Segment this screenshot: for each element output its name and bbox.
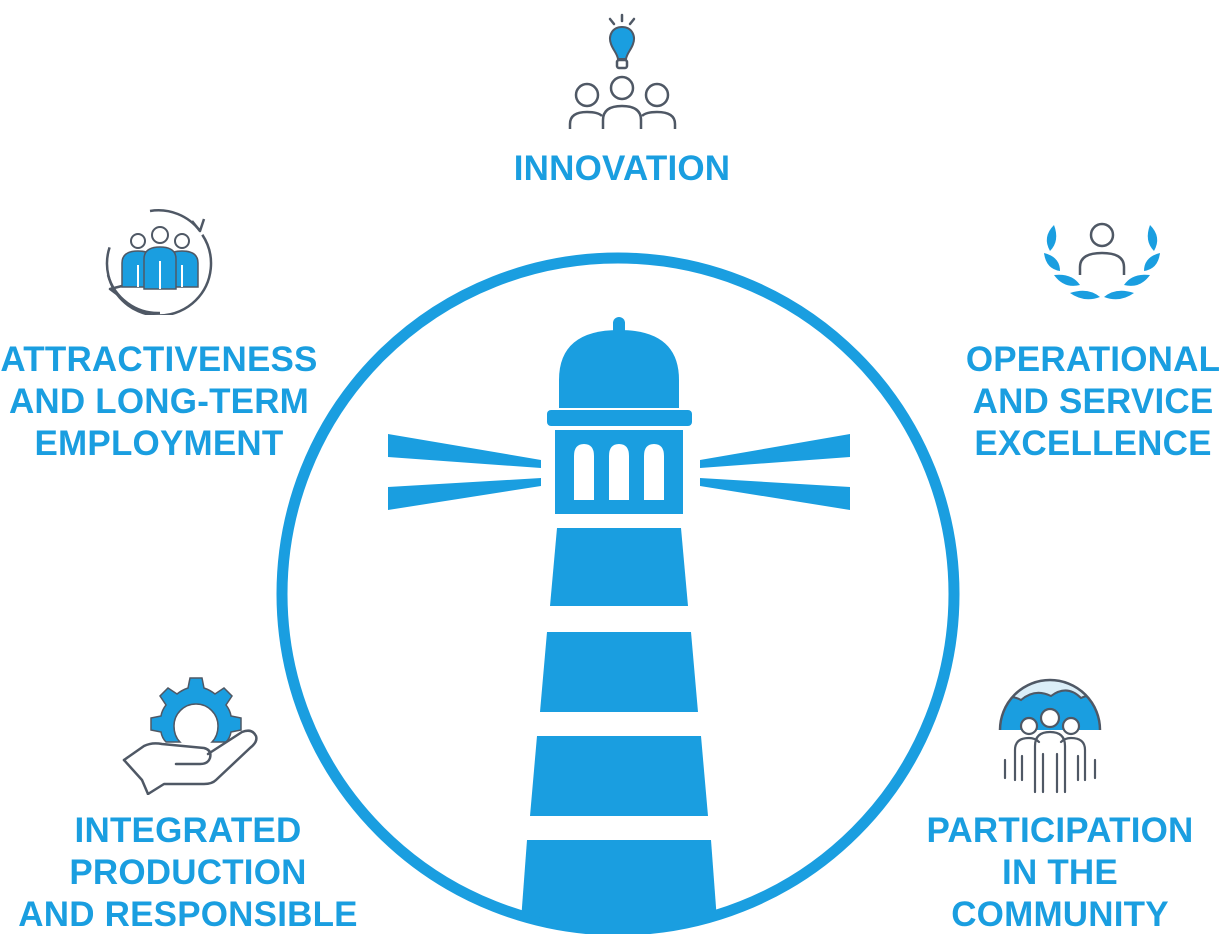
tower-band-3 — [530, 736, 708, 816]
tower-band-1 — [550, 528, 688, 606]
label-operational: OPERATIONAL AND SERVICE EXCELLENCE — [962, 339, 1224, 465]
beam-left-bottom — [388, 478, 541, 510]
lighthouse-balcony — [547, 410, 692, 426]
label-line: IN THE — [1002, 853, 1118, 892]
label-line: EMPLOYMENT — [34, 424, 284, 463]
label-line: AND LONG-TERM — [8, 382, 310, 421]
laurel-person-icon — [1044, 222, 1160, 300]
lighthouse-dome — [559, 330, 679, 408]
lightbulb — [609, 25, 635, 60]
center-circle — [276, 252, 960, 934]
label-line: INTEGRATED — [74, 811, 302, 850]
beam-right-top — [700, 434, 850, 468]
label-line: EXCELLENCE — [974, 424, 1212, 463]
label-line: INNOVATION — [513, 149, 731, 188]
gear — [150, 677, 242, 743]
label-innovation: INNOVATION — [472, 148, 772, 190]
label-participation: PARTICIPATION IN THE COMMUNITY — [915, 810, 1205, 936]
label-line: PRODUCTION — [69, 853, 307, 892]
label-line: PARTICIPATION — [926, 811, 1194, 850]
tower-band-2 — [540, 632, 698, 712]
lightbulb-team-icon — [568, 13, 677, 129]
label-line: AND RESPONSIBLE — [18, 895, 358, 934]
beam-left-top — [388, 434, 541, 468]
label-line: AND SERVICE — [972, 382, 1214, 421]
label-line: OPERATIONAL — [965, 340, 1221, 379]
gear-hand-icon — [122, 677, 258, 795]
lighthouse-lantern — [555, 430, 683, 514]
beam-right-bottom — [700, 478, 850, 510]
label-line: COMMUNITY — [951, 895, 1169, 934]
label-attractiveness: ATTRACTIVENESS AND LONG-TERM EMPLOYMENT — [0, 339, 318, 465]
community-icon — [998, 678, 1102, 794]
tower-band-4 — [520, 840, 718, 927]
label-integrated: INTEGRATED PRODUCTION AND RESPONSIBLE — [18, 810, 358, 936]
label-line: ATTRACTIVENESS — [0, 340, 318, 379]
team-cycle-icon — [105, 209, 213, 315]
